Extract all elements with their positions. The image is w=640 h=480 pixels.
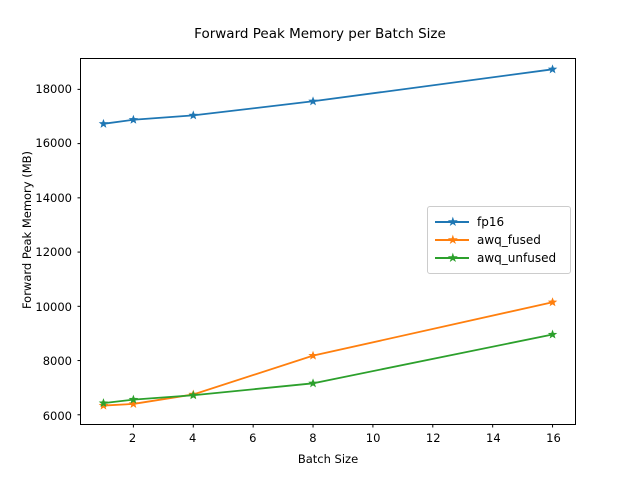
- legend-item-awq_fused[interactable]: ★ awq_fused: [435, 231, 562, 249]
- x-tick-label: 6: [249, 431, 257, 445]
- legend-label: awq_fused: [477, 233, 541, 247]
- legend-label: awq_unfused: [477, 251, 557, 265]
- y-tick-label: 18000: [35, 81, 72, 96]
- y-tick-label: 10000: [35, 299, 72, 314]
- y-tick-label: 12000: [35, 245, 72, 260]
- legend-line-swatch: [435, 221, 469, 223]
- series-line-awq_unfused: [103, 333, 553, 405]
- x-axis-tick-labels: 2 4 6 8 10 12 14 16: [80, 431, 576, 449]
- x-tick-label: 4: [189, 431, 197, 445]
- chart-title: Forward Peak Memory per Batch Size: [194, 26, 446, 42]
- x-tick-label: 16: [546, 431, 561, 445]
- legend-label: fp16: [477, 215, 505, 229]
- legend-marker-icon: ★: [435, 232, 469, 248]
- y-tick-label: 14000: [35, 190, 72, 205]
- star-icon: ★: [447, 251, 459, 266]
- legend-line-swatch: [435, 257, 469, 259]
- x-tick-label: 10: [365, 431, 381, 445]
- y-tick-label: 16000: [35, 136, 72, 151]
- data-point-marker-awq_unfused: [128, 394, 139, 404]
- y-tick-label: 6000: [42, 408, 72, 423]
- x-axis-title: Batch Size: [297, 452, 359, 466]
- data-point-marker-fp16: [547, 64, 558, 74]
- legend-item-awq_unfused[interactable]: ★ awq_unfused: [435, 249, 562, 267]
- x-tick-label: 8: [309, 431, 317, 445]
- legend-marker-icon: ★: [435, 250, 469, 266]
- y-tick-label: 8000: [42, 354, 72, 369]
- plot-svg: [77, 64, 558, 428]
- data-point-marker-fp16: [128, 114, 139, 124]
- series-line-fp16: [103, 68, 553, 125]
- y-axis-tick-labels: 6000 8000 10000 12000 14000 16000 18000: [8, 58, 72, 425]
- legend-line-swatch: [435, 239, 469, 241]
- data-point-marker-awq_unfused: [188, 390, 199, 400]
- star-icon: ★: [447, 233, 459, 248]
- data-point-marker-awq_fused: [308, 350, 318, 360]
- data-point-marker-fp16: [308, 96, 318, 106]
- data-point-marker-awq_fused: [547, 297, 558, 307]
- data-point-marker-awq_unfused: [308, 378, 318, 388]
- data-point-marker-awq_fused: [128, 398, 139, 408]
- x-tick-label: 2: [128, 431, 137, 445]
- star-icon: ★: [447, 215, 459, 230]
- data-point-marker-awq_unfused: [547, 329, 558, 339]
- data-point-marker-fp16: [188, 110, 199, 120]
- legend-item-fp16[interactable]: ★ fp16: [435, 213, 562, 231]
- data-point-marker-awq_unfused: [98, 398, 109, 408]
- chart-legend: ★ fp16 ★ awq_fused ★ awq_unfused: [427, 206, 571, 274]
- series-line-awq_fused: [103, 301, 553, 407]
- plot-area: [77, 58, 576, 428]
- x-tick-label: 14: [486, 431, 501, 445]
- legend-marker-icon: ★: [435, 214, 469, 230]
- data-point-marker-fp16: [98, 118, 109, 128]
- x-tick-label: 12: [425, 431, 441, 445]
